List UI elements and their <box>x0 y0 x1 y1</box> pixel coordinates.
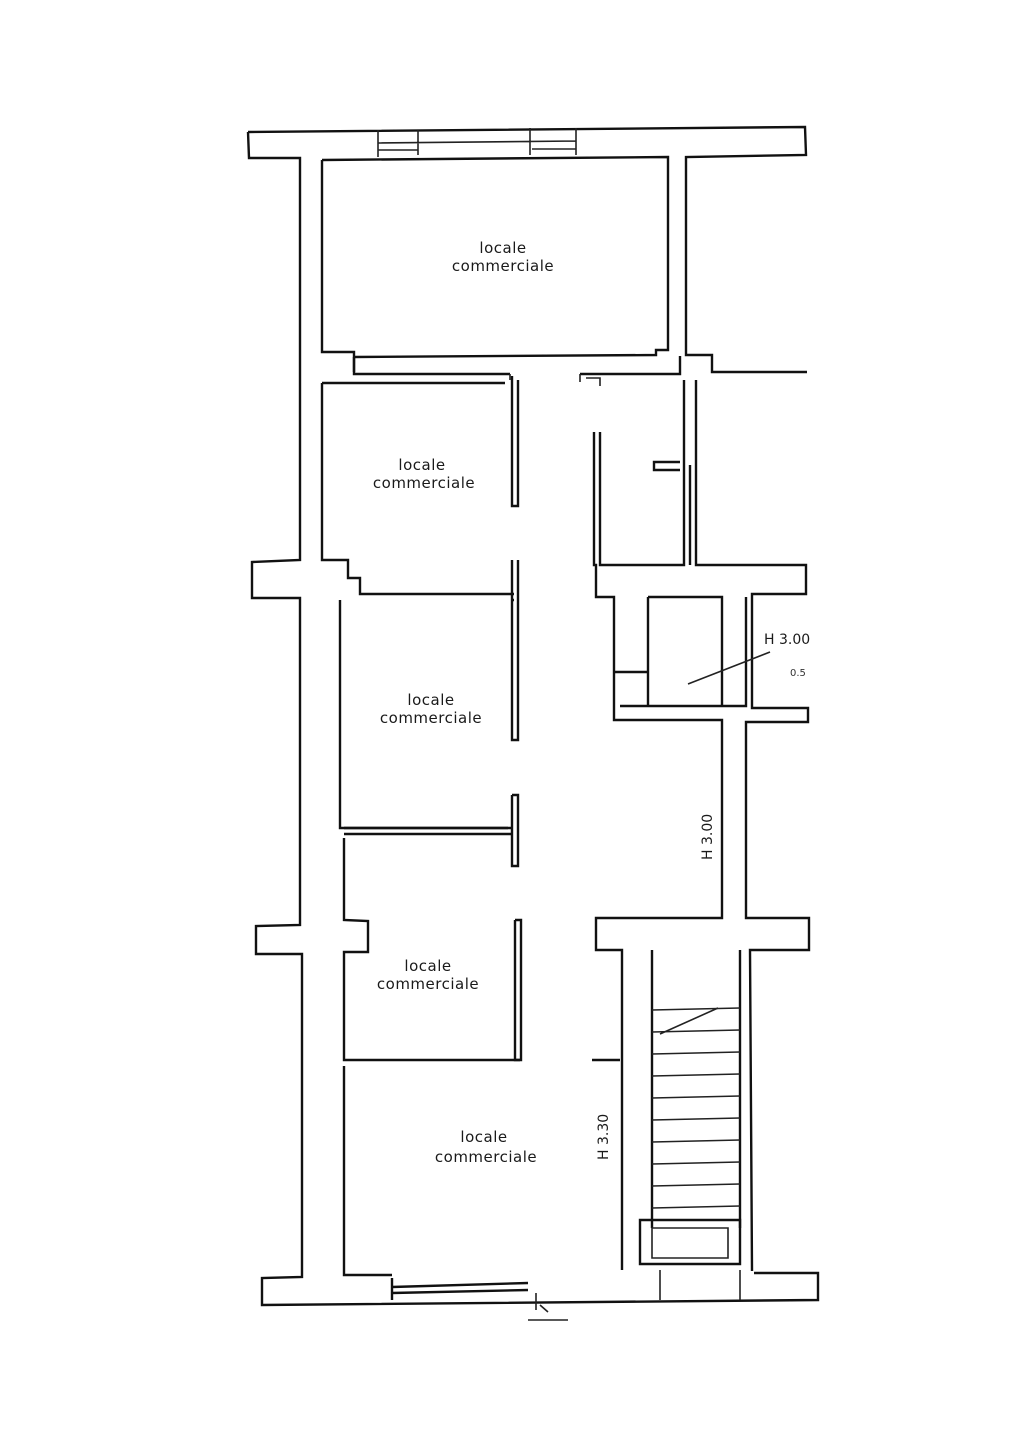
room-4-label-line2: commerciale <box>377 975 479 993</box>
top-wall <box>247 125 808 374</box>
stair-outline <box>650 950 742 1228</box>
entrance-mark <box>528 1293 568 1321</box>
height-label-upper-sub: 0.5 <box>790 668 806 679</box>
stair-landing <box>638 1218 742 1266</box>
t-wall-horizontal <box>344 826 512 836</box>
top-wall-inner <box>246 131 820 1307</box>
left-inner-wall <box>320 160 520 1062</box>
stair-arrow <box>659 1007 719 1035</box>
perimeter-walls <box>246 125 820 1307</box>
room-2-label-line2: commerciale <box>373 474 475 492</box>
service-right-walls <box>694 380 811 1272</box>
room-2-walls <box>322 376 520 508</box>
service-left-wall <box>592 432 724 1270</box>
room-1-label-line1: locale <box>479 239 526 257</box>
room-5-label-line2: commerciale <box>435 1148 537 1166</box>
room-1-label-line2: commerciale <box>452 257 554 275</box>
room-3: locale commerciale <box>380 560 520 742</box>
room-1-bottom-wall <box>352 356 682 376</box>
room-1-opening <box>509 374 601 386</box>
staircase <box>638 950 742 1300</box>
room-4-label-line1: locale <box>404 957 451 975</box>
room-5: locale commerciale H 3.30 <box>342 1058 620 1321</box>
room-3-label-line1: locale <box>407 691 454 709</box>
service-arrow <box>687 651 771 685</box>
stair-steps <box>651 1007 741 1209</box>
room-1-walls <box>321 155 670 359</box>
height-label-upper: H 3.00 <box>764 632 810 648</box>
room-2-label-line1: locale <box>398 456 445 474</box>
t-wall-vertical <box>510 793 520 868</box>
top-window <box>377 128 577 157</box>
service-closet <box>614 595 748 708</box>
height-label-corridor: H 3.00 <box>700 814 716 860</box>
room-5-label-line1: locale <box>460 1128 507 1146</box>
height-label-lower: H 3.30 <box>596 1114 612 1160</box>
room-4: locale commerciale <box>377 918 523 1062</box>
room-2: locale commerciale <box>322 376 520 508</box>
t-wall <box>344 793 520 868</box>
room-3-label-line2: commerciale <box>380 709 482 727</box>
room-1: locale commerciale <box>321 155 682 386</box>
room-5-walls <box>342 1058 620 1277</box>
service-upper-walls <box>598 380 692 567</box>
room-4-right-wall <box>513 918 523 1062</box>
room-3-right-wall <box>510 560 520 742</box>
service-area: H 3.00 0.5 <box>592 380 811 1272</box>
room-5-bottom-window <box>390 1278 529 1300</box>
stair-landing-inner <box>651 1227 741 1300</box>
